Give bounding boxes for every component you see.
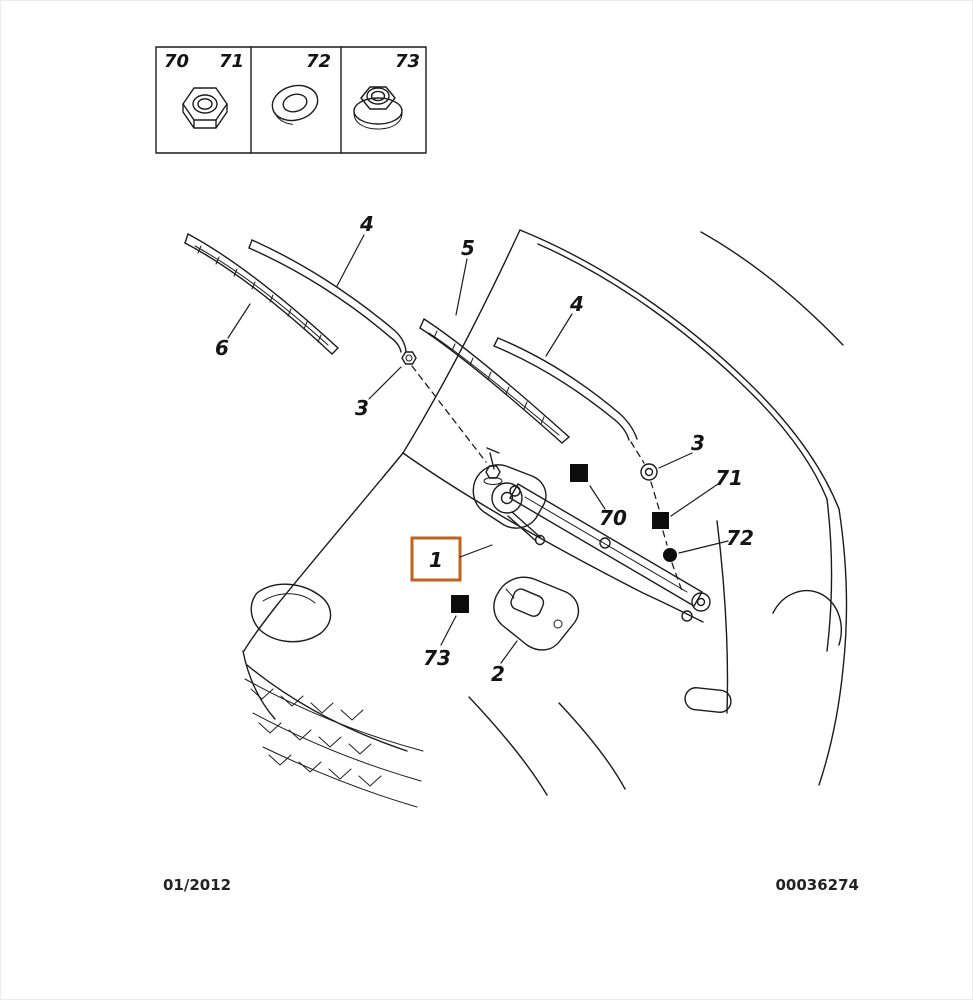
marker-square-71 (652, 512, 669, 529)
vehicle-outline (242, 229, 848, 808)
front-corner (242, 650, 276, 720)
callout-72: 72 (726, 526, 754, 550)
assembly-axes (411, 365, 683, 592)
callout-70: 70 (599, 506, 627, 530)
footer-date: 01/2012 (163, 876, 231, 894)
callout-73: 73 (423, 646, 451, 670)
wheel-arch-center-outer (468, 696, 548, 796)
mount-bracket (493, 576, 580, 651)
callout-5: 5 (461, 236, 475, 260)
headlight-inner (262, 593, 316, 604)
hex-nut-icon (182, 87, 228, 129)
marker-square-70 (570, 464, 588, 482)
callout-71: 71 (715, 466, 743, 490)
leader-lines (227, 234, 729, 664)
a-pillar-right-inner (537, 243, 828, 500)
highlight-box-part-1 (410, 536, 462, 582)
callout-2: 2 (491, 662, 505, 686)
callout-4-left: 4 (359, 212, 374, 236)
callout-labels: 4 5 4 6 3 3 70 71 72 1 73 2 (215, 212, 754, 686)
headlight-outline (250, 583, 332, 643)
roof-edge (700, 231, 844, 346)
a-pillar-left (402, 229, 521, 454)
bracket-hole (553, 619, 563, 629)
footer-document-number: 00036274 (776, 876, 860, 894)
callout-3-right: 3 (691, 431, 705, 455)
blade-middle-hatching (433, 330, 545, 425)
callout-3-left: 3 (355, 396, 369, 420)
wiper-arm-left (248, 239, 407, 353)
box-label-73: 73 (395, 51, 420, 72)
wiper-blade-middle (419, 318, 570, 444)
blade-left-hatching (197, 245, 322, 343)
grille-bar-3 (262, 746, 418, 808)
door-seam (716, 520, 729, 714)
door-handle (684, 687, 732, 713)
linkage-frame (509, 483, 711, 622)
a-pillar-right-outer (519, 229, 840, 510)
arm-nut-right (640, 463, 658, 481)
marker-square-73 (451, 595, 469, 613)
body-side-outer (818, 508, 848, 786)
callout-6: 6 (215, 336, 229, 360)
cowl-line (402, 452, 704, 623)
body-side-inner (826, 498, 833, 652)
hardware-box: 70 71 72 73 (155, 46, 427, 154)
flanged-nut-icon (353, 86, 403, 130)
wiper-blade-left (184, 233, 339, 355)
wiper-motor (472, 447, 547, 546)
hardware-box-frame (155, 46, 427, 154)
marker-dot-72 (663, 548, 677, 562)
wiper-arm-right (493, 337, 638, 441)
footer: 01/2012 00036274 (163, 876, 859, 894)
callout-4-right: 4 (569, 292, 584, 316)
arm-nut-left (401, 351, 417, 365)
box-label-70: 70 (164, 51, 189, 72)
grille-bar-1 (244, 678, 424, 752)
grille-chevrons (250, 688, 382, 787)
callout-1: 1 (429, 548, 443, 572)
bracket-slot (510, 588, 545, 617)
grommet-washer-icon (271, 84, 319, 125)
wiper-blades-and-arms (184, 233, 683, 592)
bumper-top (246, 664, 408, 752)
box-label-71: 71 (219, 51, 244, 72)
wheel-arch-center-inner (558, 702, 626, 790)
wheel-arch-right (772, 590, 842, 646)
grille-bar-2 (252, 712, 422, 782)
wiper-linkage-assembly (472, 447, 711, 622)
hood-left-edge (243, 452, 404, 652)
box-label-72: 72 (306, 51, 331, 72)
fastener-markers (451, 464, 677, 613)
